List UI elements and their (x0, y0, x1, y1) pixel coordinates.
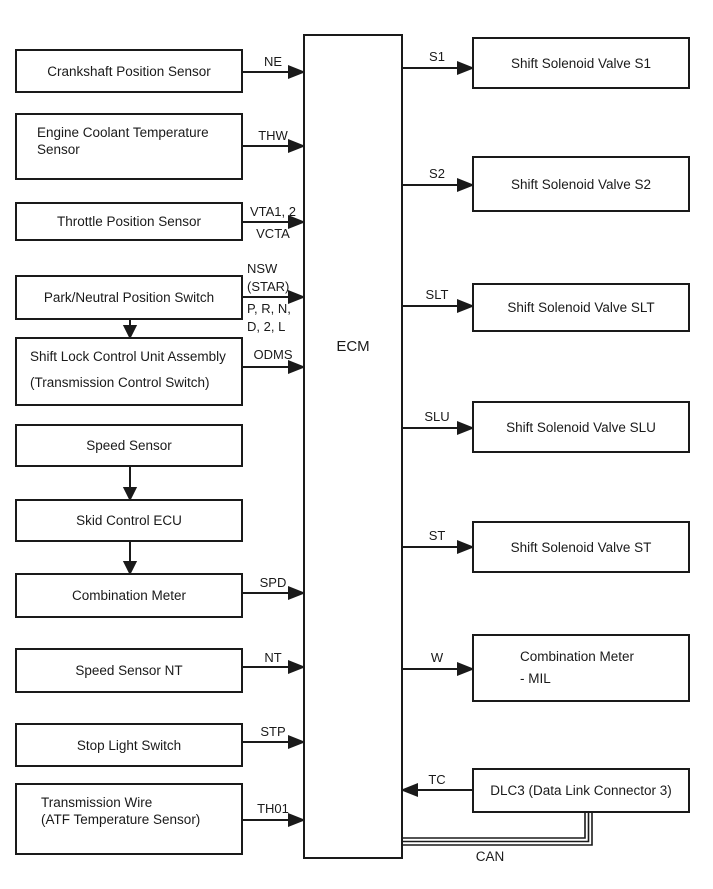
box-combination-meter: Combination Meter (15, 573, 243, 618)
arrow-odms (243, 360, 306, 374)
signal-label-prn: P, R, N, (247, 301, 291, 316)
signal-label-slu: SLU (424, 409, 450, 424)
box-label-line2: (ATF Temperature Sensor) (41, 812, 201, 827)
box-label-line1: Engine Coolant Temperature (37, 125, 209, 140)
box-label: Speed Sensor (86, 438, 172, 453)
arrow-th01 (243, 813, 306, 827)
box-label-line2: Sensor (37, 142, 80, 157)
arrow-slt (403, 299, 475, 313)
arrow-speed-to-skid (122, 467, 138, 502)
box-label-line1: Transmission Wire (41, 795, 153, 810)
box-label: Skid Control ECU (76, 513, 182, 528)
arrow-park-to-shiftlock (122, 320, 138, 340)
box-shift-solenoid-valve-st: Shift Solenoid Valve ST (472, 521, 690, 573)
signal-label-ne: NE (263, 54, 283, 69)
arrow-st (403, 540, 475, 554)
signal-label-vcta: VCTA (256, 226, 290, 241)
signal-label-nsw: NSW (247, 261, 278, 276)
box-label-line2: - MIL (520, 671, 551, 686)
box-stop-light-switch: Stop Light Switch (15, 723, 243, 767)
box-label: Speed Sensor NT (75, 663, 183, 678)
box-skid-control-ecu: Skid Control ECU (15, 499, 243, 542)
box-label-line1: Combination Meter (520, 649, 635, 664)
signal-label-w: W (430, 650, 444, 665)
box-label: Stop Light Switch (76, 737, 182, 753)
box-label: Shift Solenoid Valve SLT (507, 300, 655, 315)
box-transmission-wire: Transmission Wire (ATF Temperature Senso… (15, 783, 243, 855)
signal-label-st: ST (428, 528, 446, 543)
ecm-label: ECM (336, 338, 370, 355)
signal-label-odms: ODMS (253, 347, 293, 362)
box-shift-solenoid-valve-slu: Shift Solenoid Valve SLU (472, 401, 690, 453)
signal-label-vta: VTA1, 2 (249, 204, 296, 219)
arrow-thw (243, 139, 306, 153)
signal-label-thw: THW (258, 128, 288, 143)
signal-label-slt: SLT (425, 287, 449, 302)
box-speed-sensor-nt: Speed Sensor NT (15, 648, 243, 693)
arrow-w (403, 662, 475, 676)
box-label: Throttle Position Sensor (56, 214, 202, 229)
arrow-nsw (243, 290, 306, 304)
arrow-skid-to-meter (122, 542, 138, 576)
signal-label-d2l: D, 2, L (247, 319, 286, 334)
arrow-s1 (403, 61, 475, 75)
arrow-nt (243, 660, 306, 674)
box-shift-lock-control-unit-assembly: Shift Lock Control Unit Assembly (Transm… (15, 337, 243, 406)
box-throttle-position-sensor: Throttle Position Sensor (15, 202, 243, 241)
box-engine-coolant-temperature-sensor: Engine Coolant Temperature Sensor (15, 113, 243, 180)
box-label-line1: Shift Lock Control Unit Assembly (30, 349, 226, 364)
signal-label-spd: SPD (259, 575, 287, 590)
arrow-stp (243, 735, 306, 749)
box-shift-solenoid-valve-s2: Shift Solenoid Valve S2 (472, 156, 690, 212)
box-label-line2: (Transmission Control Switch) (30, 375, 210, 390)
box-shift-solenoid-valve-s1: Shift Solenoid Valve S1 (472, 37, 690, 89)
box-label: Crankshaft Position Sensor (47, 63, 211, 79)
box-label: Shift Solenoid Valve S1 (510, 55, 652, 71)
box-label: Shift Solenoid Valve ST (510, 539, 652, 555)
arrow-slu (403, 421, 475, 435)
signal-label-star: (STAR) (247, 279, 290, 294)
signal-label-th01: TH01 (257, 801, 289, 816)
ecm-box: ECM (303, 34, 403, 859)
box-label: DLC3 (Data Link Connector 3) (490, 783, 672, 798)
signal-label-stp: STP (260, 724, 286, 739)
can-bus-lines (403, 813, 593, 846)
box-crankshaft-position-sensor: Crankshaft Position Sensor (15, 49, 243, 93)
arrow-vta (243, 215, 306, 229)
arrow-s2 (403, 178, 475, 192)
signal-label-s2: S2 (429, 166, 445, 181)
box-label: Combination Meter (71, 588, 187, 603)
box-speed-sensor: Speed Sensor (15, 424, 243, 467)
box-label: Shift Solenoid Valve SLU (506, 419, 656, 435)
box-label: Shift Solenoid Valve S2 (510, 176, 652, 192)
signal-label-nt: NT (264, 650, 282, 665)
can-bus-label: CAN (475, 849, 505, 864)
box-shift-solenoid-valve-slt: Shift Solenoid Valve SLT (472, 283, 690, 332)
box-combination-meter-mil: Combination Meter - MIL (472, 634, 690, 702)
signal-label-s1: S1 (429, 49, 445, 64)
box-park-neutral-position-switch: Park/Neutral Position Switch (15, 275, 243, 320)
box-label: Park/Neutral Position Switch (43, 290, 215, 305)
arrow-ne (243, 65, 306, 79)
signal-label-tc: TC (428, 772, 446, 787)
arrow-spd (243, 586, 306, 600)
box-dlc3: DLC3 (Data Link Connector 3) (472, 768, 690, 813)
arrow-tc (400, 783, 472, 797)
